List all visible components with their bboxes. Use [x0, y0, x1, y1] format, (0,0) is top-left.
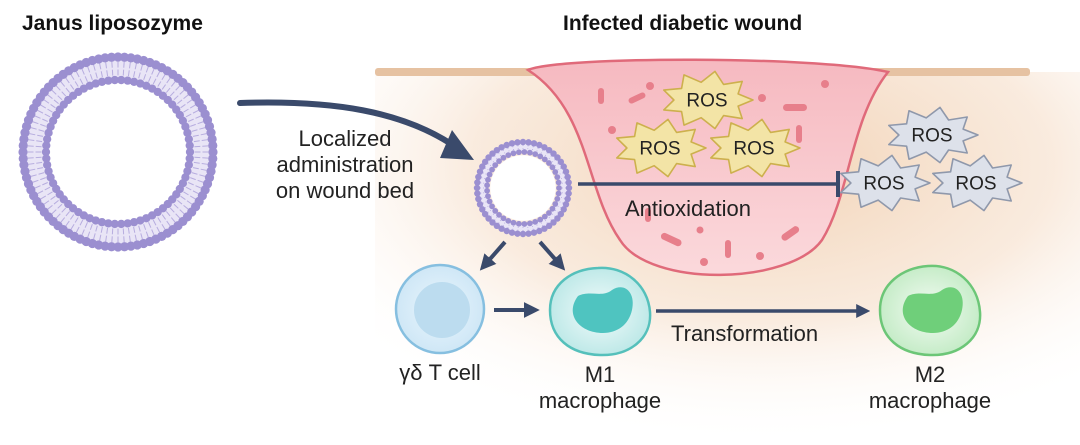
m2-nucleus: [902, 287, 963, 334]
ros-star-inside-right: ROS: [709, 118, 801, 178]
wound-debris: [598, 80, 829, 266]
m2-label: M2 macrophage: [850, 362, 1010, 414]
administration-line-3: on wound bed: [275, 178, 415, 203]
ros-label: ROS: [863, 174, 904, 195]
m2-label-line-1: M2: [914, 362, 946, 387]
ros-label: ROS: [955, 174, 996, 195]
t-cell-label: γδ T cell: [399, 360, 481, 385]
m1-label: M1 macrophage: [520, 362, 680, 414]
administration-label: Localized administration on wound bed: [250, 126, 440, 204]
janus-liposozyme: [18, 52, 218, 252]
liposozyme-on-wound-bed: [473, 138, 573, 238]
ros-star-inside-left: ROS: [615, 118, 707, 178]
m1-nucleus: [572, 287, 633, 334]
ros-label: ROS: [686, 91, 727, 112]
m2-macrophage: [878, 264, 982, 357]
ros-star-inside-top: ROS: [662, 70, 754, 130]
ros-label: ROS: [639, 139, 680, 160]
administration-line-1: Localized: [298, 126, 392, 151]
ros-star-outside-top: ROS: [887, 106, 979, 164]
m1-label-line-1: M1: [584, 362, 616, 387]
administration-line-2: administration: [276, 152, 414, 177]
arrow-to-m1: [538, 240, 566, 271]
antioxidation-label: Antioxidation: [625, 196, 751, 221]
m1-macrophage: [548, 266, 652, 357]
wound-bed: [525, 58, 891, 277]
transformation-label: Transformation: [671, 321, 819, 346]
title-infected-diabetic-wound: Infected diabetic wound: [563, 12, 803, 35]
administration-arrow-head: [440, 130, 474, 160]
arrow-to-t-cell: [479, 240, 507, 271]
m2-label-line-2: macrophage: [868, 388, 992, 413]
ros-star-outside-right: ROS: [931, 154, 1023, 212]
ros-label: ROS: [911, 126, 952, 147]
m1-label-line-2: macrophage: [538, 388, 662, 413]
title-janus-liposozyme: Janus liposozyme: [22, 12, 203, 35]
ros-label: ROS: [733, 139, 774, 160]
administration-arrow: [237, 99, 463, 153]
ros-star-outside-left: ROS: [839, 154, 931, 212]
t-cell: [394, 263, 486, 355]
